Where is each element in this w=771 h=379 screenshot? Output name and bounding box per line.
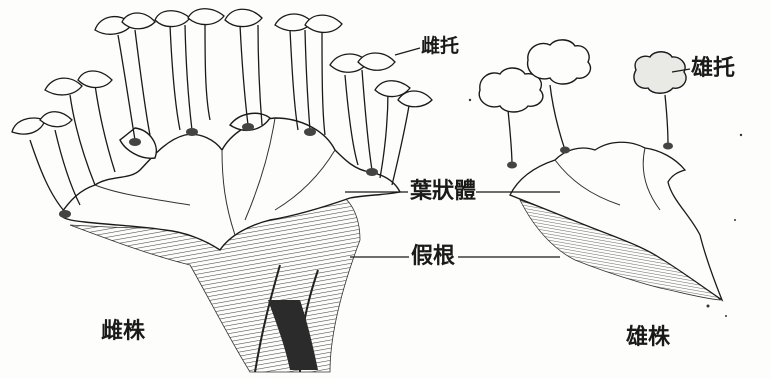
label-female-receptacle: 雌托 xyxy=(421,37,459,56)
male-plant-drawing xyxy=(479,40,722,300)
label-male-plant: 雄株 xyxy=(626,326,670,348)
label-rhizoid: 假根 xyxy=(411,245,455,267)
female-plant-drawing xyxy=(12,9,432,372)
leader-female-receptacle xyxy=(395,48,420,55)
label-male-receptacle: 雄托 xyxy=(691,57,735,79)
label-thallus: 葉狀體 xyxy=(410,180,476,202)
label-female-plant: 雌株 xyxy=(101,320,145,342)
female-receptacles xyxy=(12,9,432,134)
male-receptacles xyxy=(479,40,686,112)
